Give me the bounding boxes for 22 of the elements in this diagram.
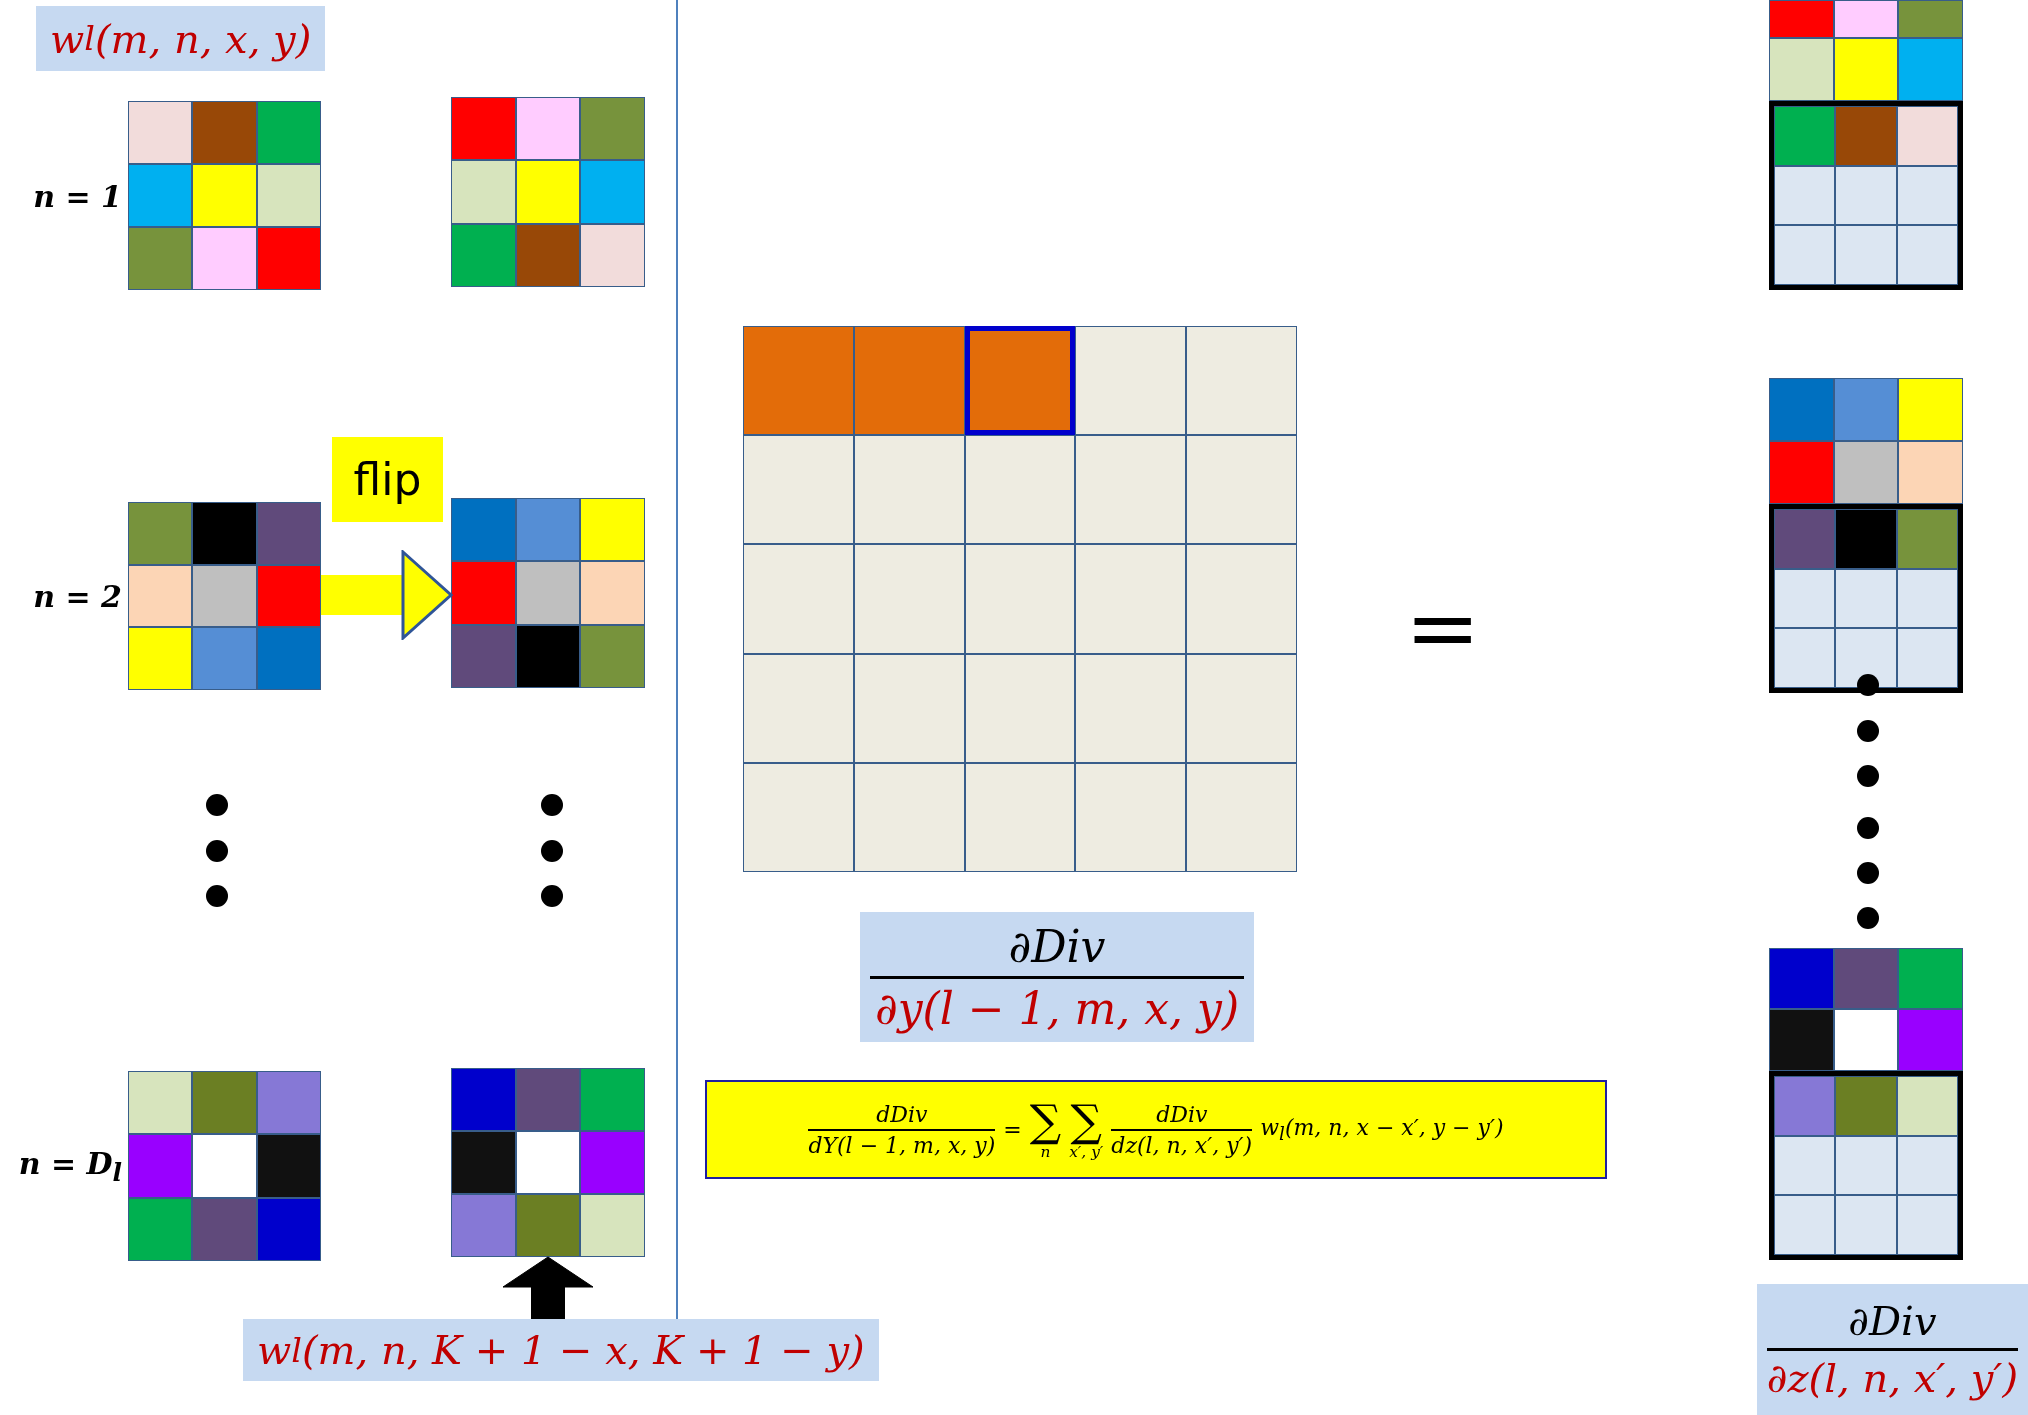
fraction-box <box>860 912 1254 1042</box>
equation-box <box>705 1080 1607 1179</box>
arrow <box>321 550 453 640</box>
equation-term: w$_{l}$(m, n, x − x′, y − y′) <box>1260 1114 1504 1145</box>
fraction-denominator: ∂y(l − 1, m, x, y) <box>874 982 1240 1034</box>
fraction-numerator: ∂Div <box>1848 1298 1937 1344</box>
fraction-denominator: ∂z(l, n, x′, y′) <box>1766 1355 2018 1401</box>
row-label: n = 1 <box>33 178 122 213</box>
sum-symbol: ∑ <box>1029 1098 1062 1143</box>
row-label: n = D$_{l}$ <box>18 1145 122 1187</box>
equation-term: dY(l − 1, m, x, y) <box>808 1132 996 1158</box>
fraction-numerator: ∂Div <box>1008 920 1106 972</box>
flip-tag: flip <box>332 437 443 522</box>
row-label: n = 2 <box>33 578 122 614</box>
equals-sign: = <box>1003 1117 1022 1142</box>
fraction-box <box>1756 1284 2028 1415</box>
sum-symbol: ∑ <box>1070 1098 1102 1143</box>
equation-term: dDiv <box>876 1101 928 1127</box>
equation-term: dDiv <box>1156 1101 1208 1127</box>
equation-term: dz(l, n, x′, y′) <box>1111 1132 1253 1158</box>
equals-sign: = <box>1405 575 1481 680</box>
arrow <box>502 1256 594 1319</box>
